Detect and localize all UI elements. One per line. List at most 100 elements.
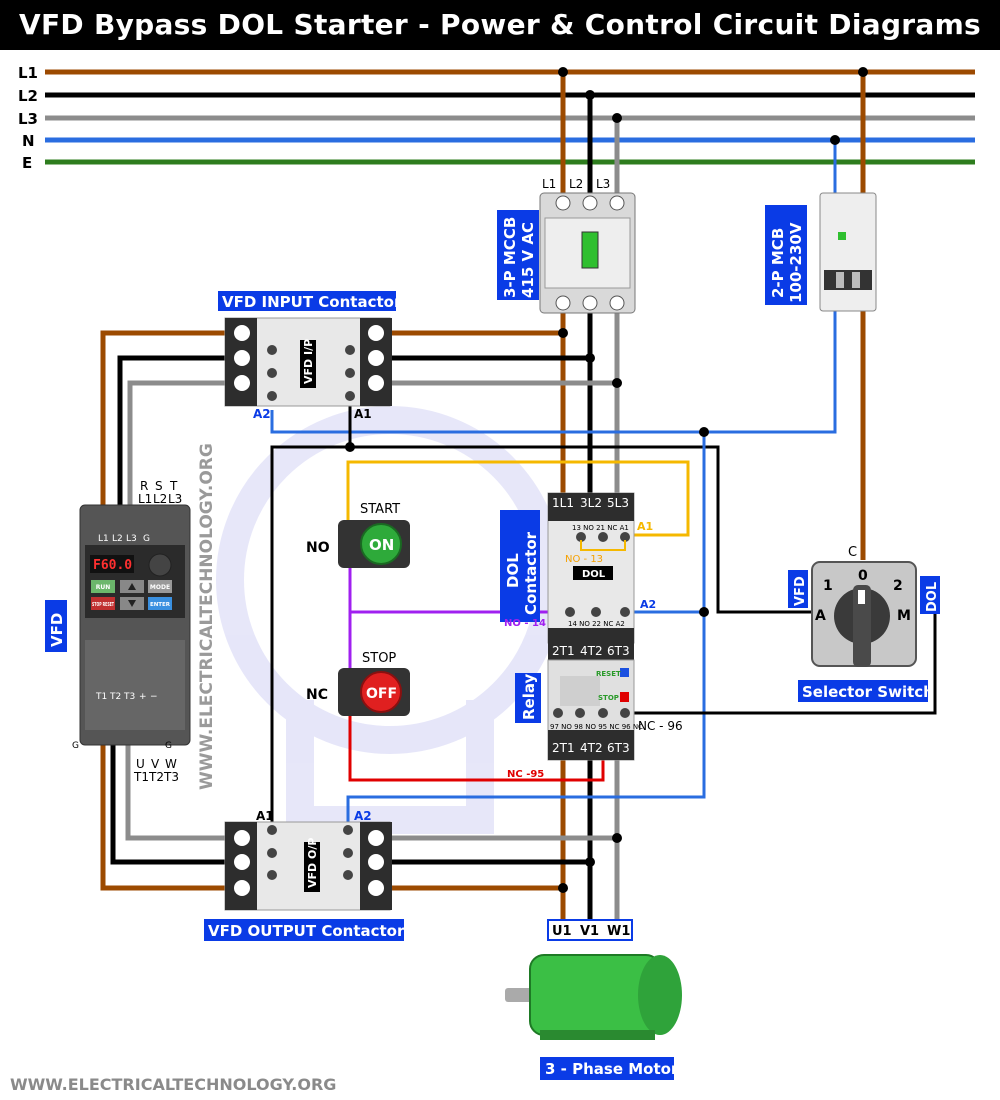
stop-button[interactable]: [338, 668, 410, 716]
stop-button-text: OFF: [366, 686, 397, 702]
selector-label: Selector Switch: [802, 683, 934, 701]
stop-test-button[interactable]: [620, 692, 629, 702]
vfd-drive[interactable]: [79, 504, 191, 746]
selector-c: C: [848, 545, 857, 560]
dol-aux-top: 13 NO 21 NC A1: [572, 524, 629, 532]
mccb-terminal-l3: L3: [596, 177, 610, 191]
vfd-in-r: R: [140, 479, 148, 493]
selector-pos-1: 1: [823, 578, 833, 594]
vfd-out-t2-label: T2: [148, 770, 164, 784]
relay-bottom-6t3: 6T3: [607, 741, 630, 755]
vfd-input-tag: VFD I/P: [302, 339, 315, 384]
vfd-ground-left: G: [72, 741, 79, 751]
vfd-mode-button[interactable]: [148, 580, 172, 593]
selector-dol-bg: [920, 576, 940, 614]
vfd-out-v: V: [151, 757, 160, 771]
mccb-label-1: 3-P MCCB: [501, 217, 519, 298]
vfd-mode-label: MODE: [150, 584, 170, 591]
relay-nc95: NC -95: [507, 769, 544, 780]
relay-bottom-4t2: 4T2: [580, 741, 603, 755]
watermark-text: WWW.ELECTRICALTECHNOLOGY.ORG: [197, 443, 217, 790]
vfd-out-u: U: [136, 757, 145, 771]
vfd-output-a1: A1: [256, 809, 274, 823]
vfd-run-button[interactable]: [91, 580, 115, 593]
vfd-label: VFD: [48, 613, 66, 647]
bus-label-e: E: [22, 154, 32, 172]
vfd-output-label: VFD OUTPUT Contactor: [208, 922, 405, 940]
vfd-enter-button[interactable]: [148, 597, 172, 610]
vfd-term-g: G: [143, 534, 150, 544]
motor-terminal-u1: U1: [552, 924, 572, 939]
motor-label-bg: [540, 1057, 674, 1080]
mcb-2-pole[interactable]: [819, 192, 877, 312]
vfd-out-minus: −: [150, 692, 158, 702]
dol-label-bg: [500, 510, 540, 622]
footer-url: WWW.ELECTRICALTECHNOLOGY.ORG: [10, 1075, 337, 1094]
vfd-in-s: S: [155, 479, 163, 493]
mcb-label-2: 100-230V: [787, 222, 805, 303]
vfd-out-t3-label: T3: [163, 770, 179, 784]
vfd-input-contactor[interactable]: [224, 317, 392, 407]
mccb-label-2: 415 V AC: [519, 222, 537, 298]
start-type: NO: [306, 540, 330, 556]
relay-reset-label: RESET: [596, 670, 621, 678]
mccb-label-bg: [497, 210, 539, 300]
vfd-out-t1-label: T1: [133, 770, 149, 784]
dol-top-3l2: 3L2: [580, 496, 602, 510]
dol-bottom-4t2: 4T2: [580, 644, 603, 658]
vfd-stop-reset-button[interactable]: [91, 597, 115, 610]
selector-pos-2: 2: [893, 578, 903, 594]
vfd-term-l3: L3: [126, 534, 137, 544]
vfd-stop-reset-label: STOP RESET: [92, 602, 114, 608]
vfd-in-t: T: [169, 479, 178, 493]
motor-label: 3 - Phase Motor: [545, 1060, 679, 1078]
vfd-out-plus: +: [139, 692, 147, 702]
dol-bottom-6t3: 6T3: [607, 644, 630, 658]
relay-aux: 97 NO 98 NO 95 NC 96 NC: [550, 723, 643, 731]
selector-a: A: [815, 608, 826, 624]
relay-stop-label: STOP: [598, 694, 619, 702]
motor-terminal-v1: V1: [580, 924, 599, 939]
selector-switch[interactable]: [811, 561, 917, 667]
vfd-in-l3: L3: [168, 492, 182, 506]
vfd-output-contactor[interactable]: [224, 821, 392, 911]
vfd-out-t2: T2: [109, 692, 121, 702]
vfd-out-w: W: [165, 757, 177, 771]
overload-relay[interactable]: [547, 659, 635, 761]
relay-label-bg: [515, 673, 541, 723]
bus-label-l2: L2: [18, 87, 38, 105]
dol-bottom-2t1: 2T1: [552, 644, 575, 658]
vfd-input-label: VFD INPUT Contactor: [222, 293, 402, 311]
mccb-3-pole[interactable]: [539, 192, 636, 314]
bus-bars: [45, 69, 975, 165]
motor-icon: [505, 954, 682, 1040]
dol-no14: NO - 14: [504, 618, 546, 629]
vfd-input-label-bg: [218, 291, 396, 311]
start-button-text: ON: [369, 536, 394, 554]
bus-label-l1: L1: [18, 64, 38, 82]
start-button[interactable]: [338, 520, 410, 568]
selector-vfd-bg: [788, 570, 808, 608]
selector-pos-0: 0: [858, 568, 868, 584]
vfd-input-a1: A1: [354, 407, 372, 421]
dol-top-5l3: 5L3: [607, 496, 629, 510]
relay-bottom-2t1: 2T1: [552, 741, 575, 755]
dol-aux-bottom: 14 NO 22 NC A2: [568, 620, 625, 628]
mccb-terminal-l1: L1: [542, 177, 556, 191]
down-arrow-icon: [128, 600, 136, 607]
relay-nc96: NC - 96: [638, 719, 683, 733]
dol-a2: A2: [640, 598, 656, 611]
vfd-input-a2: A2: [253, 407, 271, 421]
selector-dol: DOL: [925, 582, 940, 612]
mccb-terminal-l2: L2: [569, 177, 583, 191]
vfd-output-a2: A2: [354, 809, 372, 823]
dol-contactor[interactable]: [547, 492, 635, 660]
dol-a1: A1: [637, 520, 653, 533]
vfd-term-l2: L2: [112, 534, 123, 544]
dol-tag: DOL: [582, 569, 606, 580]
vfd-in-l1: L1: [138, 492, 152, 506]
vfd-label-bg: [45, 600, 67, 652]
motor-terminal-box: [547, 919, 633, 941]
reset-button[interactable]: [620, 668, 629, 677]
